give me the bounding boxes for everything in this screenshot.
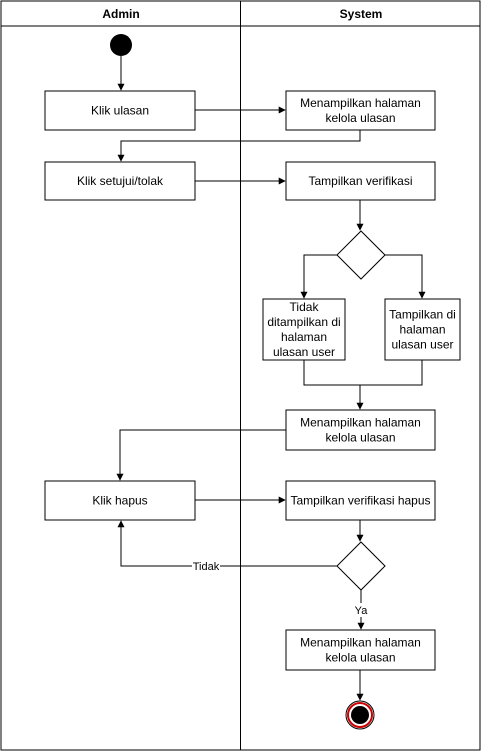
node-label-line: halaman [281, 330, 327, 344]
node-label-line: Menampilkan halaman [300, 96, 421, 110]
edge-label-tidak: Tidak [193, 561, 220, 573]
edges [116, 56, 426, 701]
node-label-line: ulasan user [391, 338, 453, 352]
node-label-line: ulasan user [273, 345, 335, 359]
edge-decision-to-tampilkan [385, 254, 426, 299]
lane-title-system: System [340, 7, 383, 21]
edge-decision-tidak-to-klik-hapus [117, 520, 337, 567]
edge-merge [303, 360, 423, 386]
node-label-line: Tampilkan di [389, 308, 456, 322]
node-label: Klik ulasan [91, 104, 149, 118]
node-label-line: halaman [399, 323, 445, 337]
node-klik-hapus: Klik hapus [44, 480, 196, 521]
node-label: Tampilkan verifikasi [308, 174, 412, 188]
node-label-line: Klik setujui/tolak [77, 174, 164, 188]
node-label-line: kelola ulasan [325, 111, 395, 125]
node-klik-ulasan: Klik ulasan [44, 90, 196, 131]
edge-label-ya: Ya [355, 605, 369, 617]
end-node [345, 700, 375, 730]
node-tampil-verifikasi-hapus: Tampilkan verifikasi hapus [285, 480, 436, 521]
edge-kelola-2-to-klik-hapus [116, 429, 286, 481]
start-node [110, 34, 132, 56]
node-label-line: Tampilkan verifikasi [308, 174, 412, 188]
edge-label-bg-ya [352, 603, 370, 617]
node-label-line: kelola ulasan [325, 431, 395, 445]
edge-decision-to-tidak [300, 254, 337, 299]
node-label: Klik hapus [92, 494, 147, 508]
edge-label-bg-tidak [192, 559, 220, 573]
node-label: Klik setujui/tolak [77, 174, 164, 188]
decision-hapus [336, 541, 386, 591]
node-klik-setujui: Klik setujui/tolak [44, 161, 196, 201]
node-label-line: Menampilkan halaman [300, 416, 421, 430]
lane-title-admin: Admin [102, 7, 139, 21]
node-tampil-verifikasi: Tampilkan verifikasi [285, 161, 436, 201]
node-label-line: Menampilkan halaman [300, 636, 421, 650]
node-label-line: ditampilkan di [267, 315, 340, 329]
node-label-line: kelola ulasan [325, 651, 395, 665]
node-label-line: Klik hapus [92, 494, 147, 508]
node-label-line: Tidak [290, 300, 320, 314]
edge-tampil-to-klik-setujui [117, 130, 361, 162]
node-label: Tampilkan verifikasi hapus [290, 494, 430, 508]
node-label-line: Tampilkan verifikasi hapus [290, 494, 430, 508]
decision-verifikasi [336, 230, 386, 280]
node-label-line: Klik ulasan [91, 104, 149, 118]
